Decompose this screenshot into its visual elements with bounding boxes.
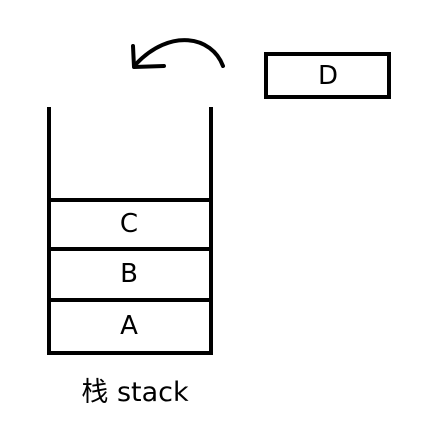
- stack-item-label-bottom: A: [120, 311, 138, 341]
- stack-item-label-middle: B: [120, 259, 138, 289]
- incoming-element-box: [264, 52, 391, 99]
- push-arrow-icon: [134, 38, 225, 68]
- incoming-element-label: D: [317, 61, 339, 91]
- diagram-caption: 栈 stack: [81, 377, 189, 408]
- push-arrowhead-icon: [131, 44, 166, 69]
- stack-container: [47, 107, 213, 355]
- stack-item-label-top: C: [119, 209, 139, 239]
